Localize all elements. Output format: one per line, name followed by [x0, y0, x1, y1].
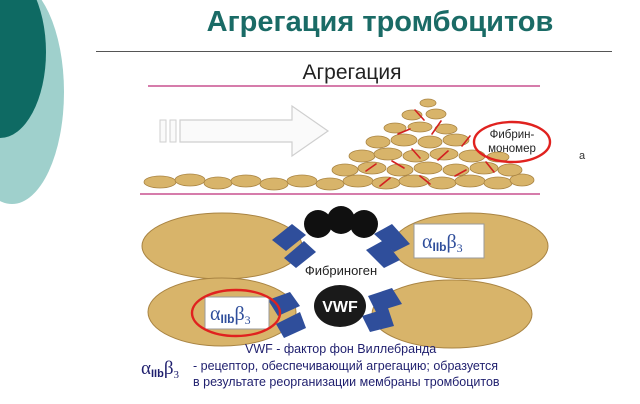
receptor-right-arm — [374, 224, 410, 252]
fibrin-fibres — [365, 109, 495, 187]
fibrinogen-domain — [350, 210, 378, 238]
platelet-aggregate — [143, 98, 535, 191]
legend-symbol: αIIbβ3 — [141, 358, 179, 381]
receptor-right-arm — [368, 288, 402, 312]
fibrinogen-domain — [304, 210, 332, 238]
slide-decoration — [0, 0, 64, 204]
vwf-label: VWF — [322, 299, 358, 316]
title-divider — [96, 51, 612, 52]
fibrin-label-line2: мономер — [488, 143, 536, 155]
receptor-left-arm — [272, 224, 306, 251]
panel-heading: Агрегация — [302, 61, 401, 84]
receptor-right-arm — [362, 308, 394, 332]
receptor-left-arm — [284, 241, 316, 268]
receptor-label-box — [413, 223, 485, 259]
receptor-left-arm — [268, 292, 300, 316]
receptor-right-arm — [366, 240, 400, 268]
fibrinogen-bridge: αIIbβ3 Фибриноген — [141, 206, 549, 280]
platelet-right — [371, 279, 533, 349]
receptor-symbol: αIIbβ3 — [210, 303, 251, 327]
flow-arrow — [159, 104, 330, 158]
fibrin-label-line1: Фибрин- — [490, 129, 535, 141]
receptor-symbol: αIIbβ3 — [422, 231, 463, 255]
decor-dark-arc — [0, 0, 46, 138]
fibrinogen-domain — [327, 206, 355, 234]
platelet-left — [141, 212, 303, 280]
fibrinogen-label: Фибриноген — [305, 263, 377, 278]
edge-fragment: а — [579, 150, 586, 162]
vwf-molecule — [314, 285, 366, 327]
fibrin-highlight — [472, 120, 552, 164]
vwf-bridge: VWF αIIbβ3 — [147, 277, 533, 349]
slide-title: Агрегация тромбоцитов — [206, 6, 554, 38]
receptor-highlight — [190, 288, 282, 338]
receptor-left-arm — [276, 312, 306, 338]
receptor-label-box — [204, 296, 270, 330]
